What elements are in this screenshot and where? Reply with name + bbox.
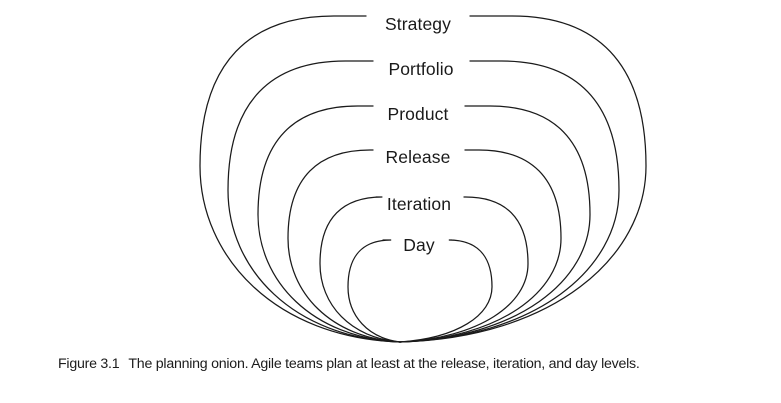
ring-release-right bbox=[400, 150, 561, 342]
ring-strategy-left bbox=[200, 16, 400, 342]
ring-label-strategy: Strategy bbox=[385, 14, 451, 34]
ring-release-left bbox=[288, 150, 400, 342]
onion-labels-group: StrategyPortfolioProductReleaseIteration… bbox=[385, 14, 453, 255]
ring-label-release: Release bbox=[386, 147, 451, 167]
caption-figure-number: Figure 3.1 bbox=[58, 356, 120, 372]
ring-portfolio-right bbox=[400, 61, 619, 342]
ring-product-right bbox=[400, 106, 590, 342]
ring-portfolio-left bbox=[228, 61, 400, 342]
figure-caption: Figure 3.1 The planning onion. Agile team… bbox=[0, 354, 781, 375]
planning-onion-diagram: StrategyPortfolioProductReleaseIteration… bbox=[0, 14, 781, 355]
ring-label-portfolio: Portfolio bbox=[388, 59, 453, 79]
ring-label-product: Product bbox=[387, 104, 448, 124]
ring-iteration-right bbox=[400, 197, 528, 342]
ring-label-iteration: Iteration bbox=[387, 194, 451, 214]
onion-rings-group bbox=[200, 16, 646, 342]
caption-text: The planning onion. Agile teams plan at … bbox=[128, 356, 640, 372]
ring-strategy-right bbox=[400, 16, 646, 342]
ring-day-right bbox=[400, 240, 492, 342]
ring-product-left bbox=[258, 106, 400, 342]
ring-day-left bbox=[348, 240, 400, 342]
ring-iteration-left bbox=[320, 197, 400, 342]
ring-label-day: Day bbox=[403, 235, 435, 255]
